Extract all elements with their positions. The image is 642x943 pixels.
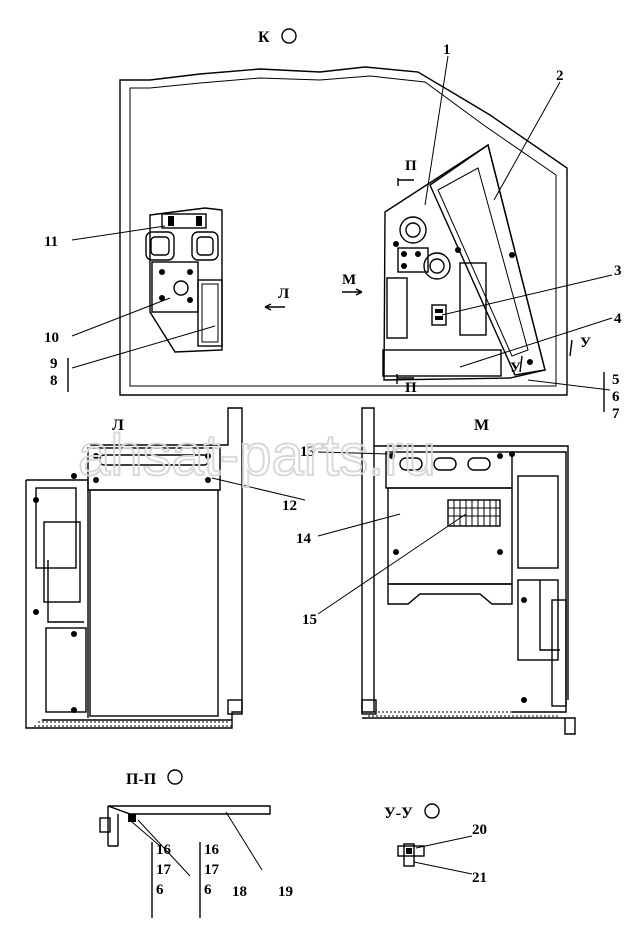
section-pp-rotation-icon bbox=[167, 769, 183, 785]
section-p-bottom-mark bbox=[396, 374, 414, 384]
view-m-title: М bbox=[474, 417, 489, 434]
left-console bbox=[145, 207, 223, 353]
callout-18: 18 bbox=[232, 884, 247, 900]
callout-3: 3 bbox=[614, 263, 622, 279]
view-k-rotation-icon bbox=[281, 28, 297, 44]
callout-6b: 6 bbox=[204, 882, 212, 898]
callout-19: 19 bbox=[278, 884, 293, 900]
view-l-title: Л bbox=[112, 417, 124, 434]
section-pp-title: П-П bbox=[126, 771, 157, 788]
callout-9: 9 bbox=[50, 356, 58, 372]
cab-outline bbox=[119, 66, 568, 396]
callout-11: 11 bbox=[44, 234, 58, 250]
callout-16b: 16 bbox=[204, 842, 220, 858]
section-p-top-mark bbox=[397, 178, 414, 186]
callout-15: 15 bbox=[302, 612, 317, 628]
view-l-arrow-label: Л bbox=[278, 286, 289, 302]
vent-grille bbox=[447, 499, 501, 527]
callout-6: 6 bbox=[612, 389, 620, 405]
view-k-title: К bbox=[258, 29, 270, 46]
section-uu: У-У 20 21 bbox=[384, 803, 487, 886]
section-u-right-mark bbox=[569, 339, 573, 357]
leader-3 bbox=[441, 274, 613, 316]
section-u-right-label: У bbox=[580, 335, 591, 351]
callout-8: 8 bbox=[50, 373, 58, 389]
callout-20: 20 bbox=[472, 822, 487, 838]
leader-11 bbox=[71, 225, 166, 241]
callout-17b: 17 bbox=[204, 862, 220, 878]
callout-6a: 6 bbox=[156, 882, 164, 898]
watermark: ahsat-parts.ru bbox=[78, 423, 436, 488]
callout-16a: 16 bbox=[156, 842, 172, 858]
view-l: Л 12 bbox=[25, 407, 306, 729]
callout-5: 5 bbox=[612, 372, 620, 388]
callout-4: 4 bbox=[614, 311, 622, 327]
view-m-arrow-label: М bbox=[342, 272, 356, 288]
leader-10 bbox=[71, 297, 171, 337]
section-pp: П-П 16 17 6 16 17 6 18 19 bbox=[99, 769, 293, 918]
callout-1: 1 bbox=[443, 42, 451, 58]
callout-10: 10 bbox=[44, 330, 59, 346]
view-k: К bbox=[44, 28, 622, 422]
view-m: М 13 14 15 bbox=[296, 407, 576, 735]
view-l-arrow bbox=[264, 303, 285, 311]
right-console bbox=[382, 143, 546, 381]
section-p-bottom-label: П bbox=[405, 380, 417, 396]
leader-9-8 bbox=[71, 325, 216, 369]
callout-21: 21 bbox=[472, 870, 487, 886]
leader-2 bbox=[493, 81, 561, 201]
section-u-left-mark bbox=[519, 355, 523, 373]
callout-17a: 17 bbox=[156, 862, 172, 878]
callout-13: 13 bbox=[300, 444, 315, 460]
leader-1 bbox=[424, 55, 449, 206]
view-m-arrow bbox=[342, 288, 363, 296]
section-p-top-label: П bbox=[405, 158, 417, 174]
callout-2: 2 bbox=[556, 68, 564, 84]
callout-12: 12 bbox=[282, 498, 297, 514]
section-uu-title: У-У bbox=[384, 805, 413, 822]
section-u-left-label: У bbox=[510, 360, 521, 376]
leader-5-6-7 bbox=[527, 379, 611, 391]
callout-7: 7 bbox=[612, 406, 620, 422]
section-uu-rotation-icon bbox=[424, 803, 440, 819]
cab-inner-outline bbox=[129, 75, 557, 387]
callout-14: 14 bbox=[296, 531, 312, 547]
leader-4 bbox=[459, 317, 613, 368]
